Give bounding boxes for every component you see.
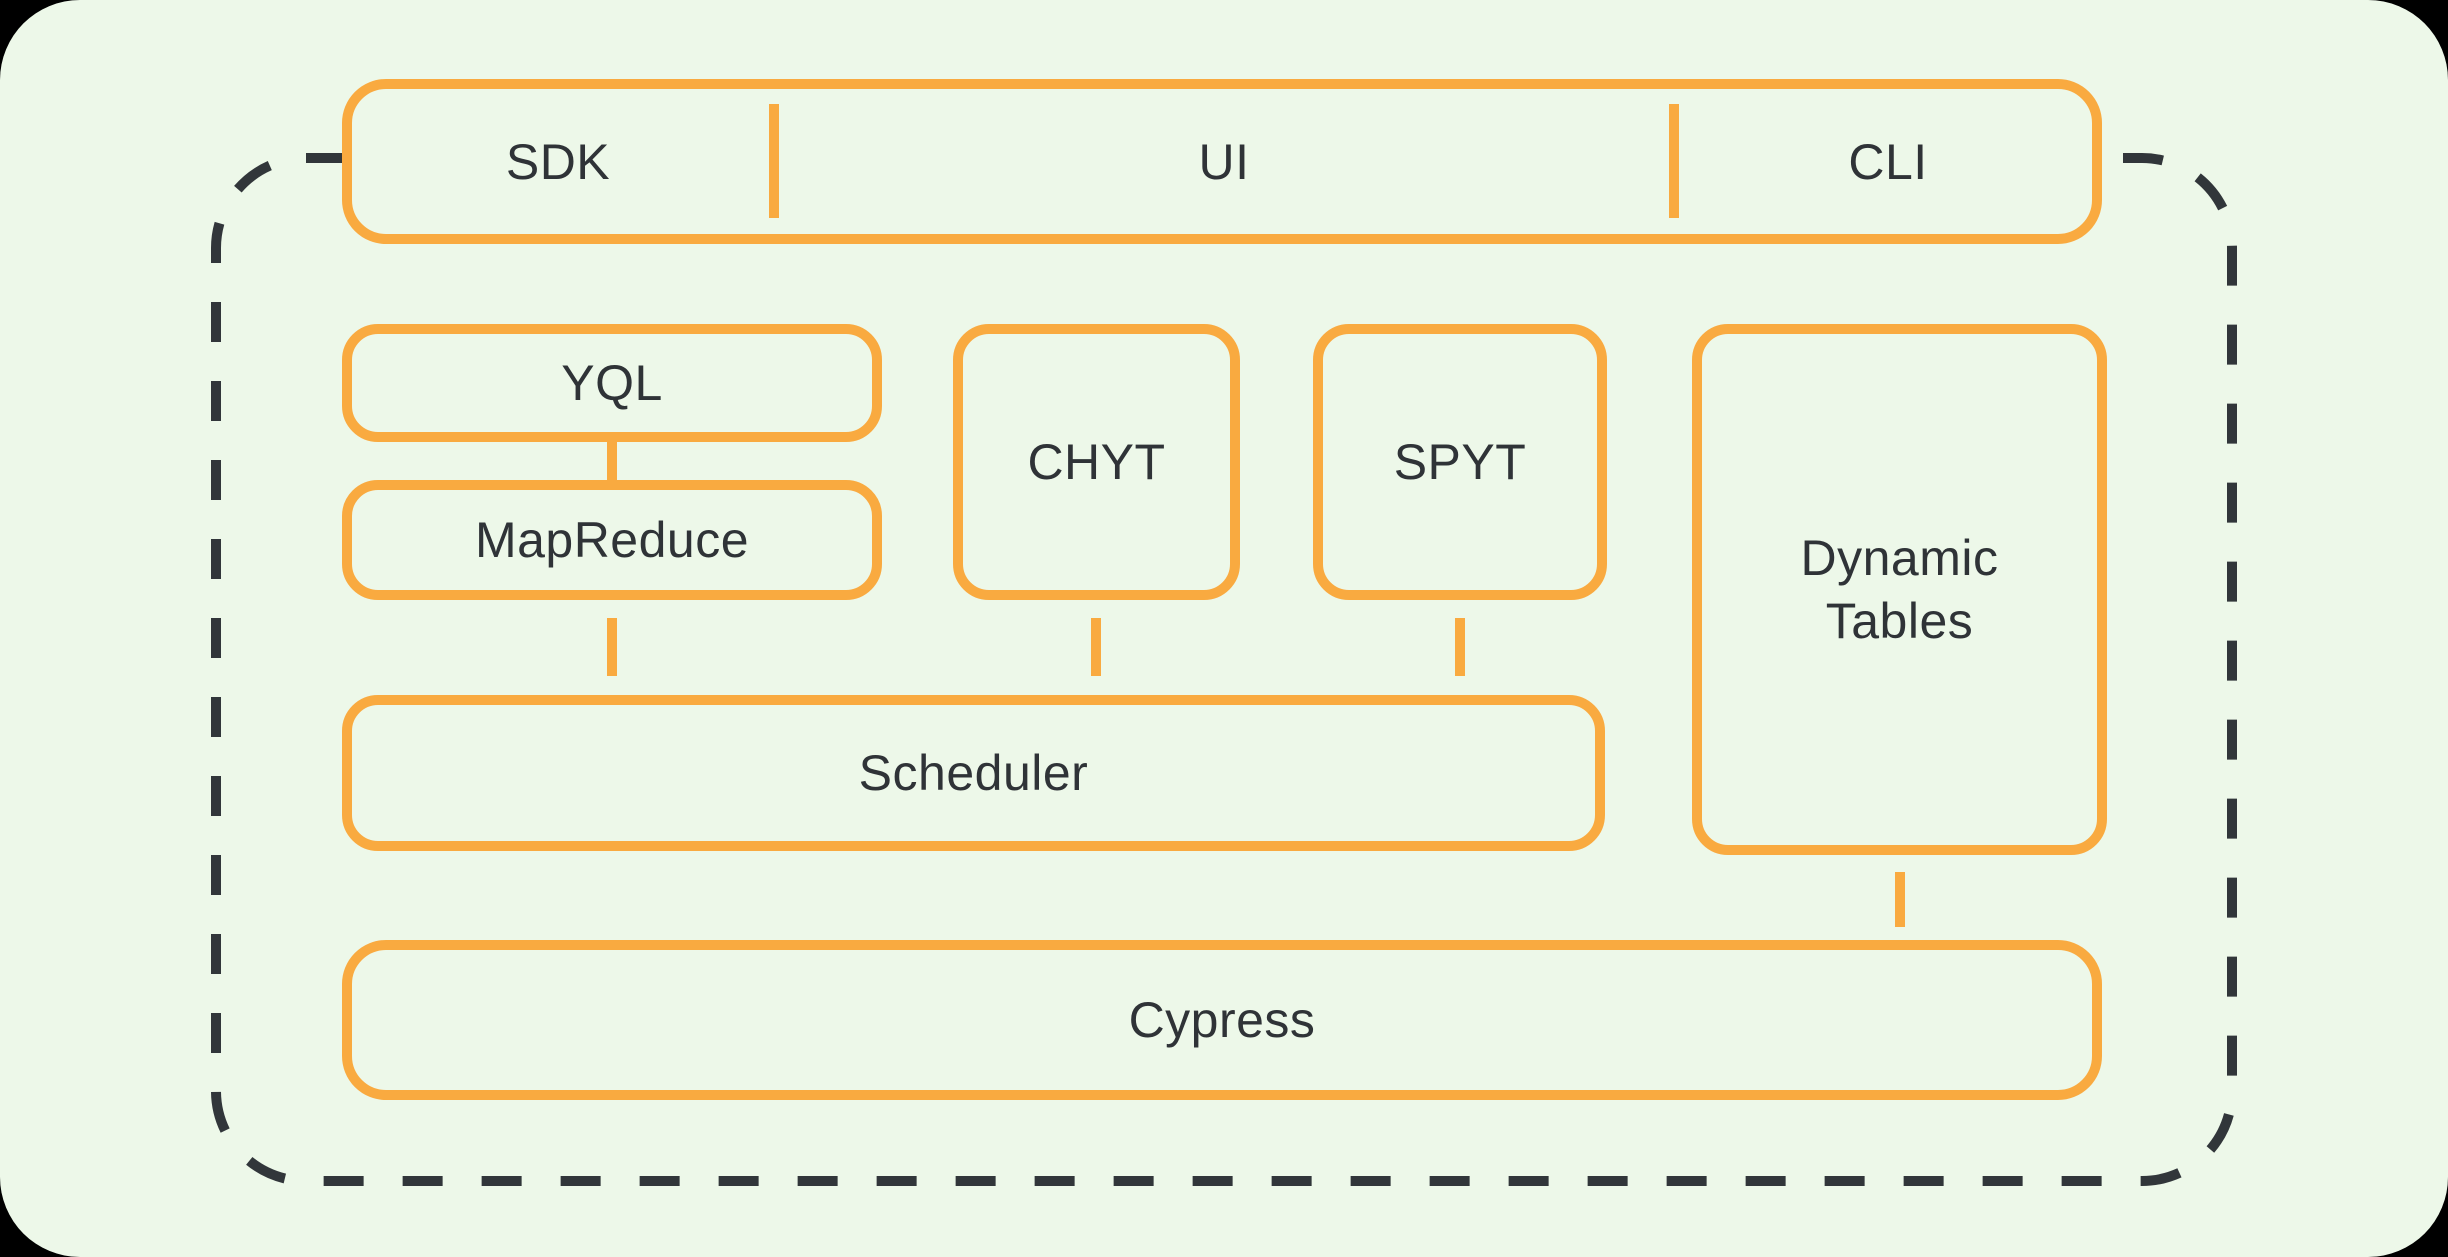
node-scheduler-label: Scheduler: [858, 745, 1089, 801]
node-cypress: Cypress: [342, 940, 2102, 1100]
access-bar-item-ui: UI: [1198, 133, 1250, 190]
access-bar-item-cli: CLI: [1848, 133, 1928, 190]
access-bar: SDK UI CLI: [342, 79, 2102, 244]
node-yql: YQL: [342, 324, 882, 442]
node-chyt-label: CHYT: [1027, 434, 1166, 490]
node-dynamic-tables-label: Dynamic Tables: [1800, 529, 1999, 649]
node-spyt-label: SPYT: [1393, 434, 1527, 490]
node-dynamic-tables: Dynamic Tables: [1692, 324, 2107, 855]
node-chyt: CHYT: [953, 324, 1240, 600]
connector-yql-mapreduce: [607, 442, 617, 480]
divider-icon: [769, 104, 779, 218]
node-cypress-label: Cypress: [1128, 992, 1316, 1048]
connector-dynamic-tables-cypress: [1895, 872, 1905, 927]
access-bar-item-sdk: SDK: [505, 133, 611, 190]
divider-icon: [1669, 104, 1679, 218]
connector-spyt-scheduler: [1455, 618, 1465, 676]
node-mapreduce-label: MapReduce: [474, 512, 750, 568]
node-mapreduce: MapReduce: [342, 480, 882, 600]
node-scheduler: Scheduler: [342, 695, 1605, 851]
connector-mapreduce-scheduler: [607, 618, 617, 676]
node-spyt: SPYT: [1313, 324, 1607, 600]
connector-chyt-scheduler: [1091, 618, 1101, 676]
node-yql-label: YQL: [561, 355, 663, 411]
